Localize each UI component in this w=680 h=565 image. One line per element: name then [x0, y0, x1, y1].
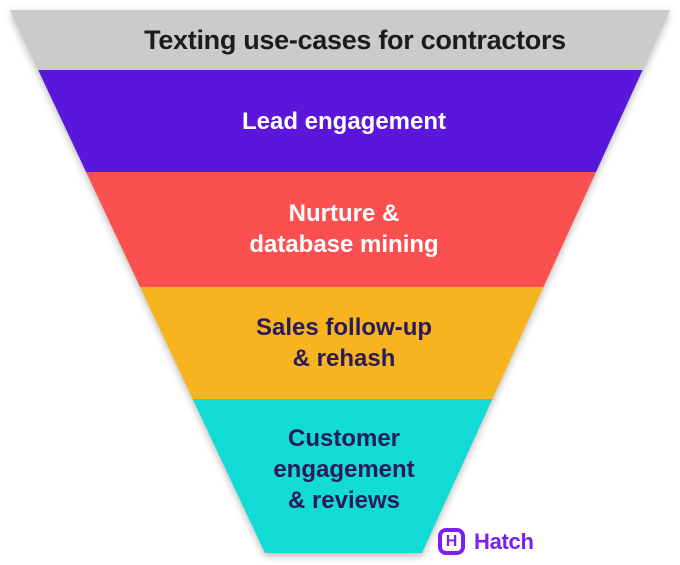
funnel-stage-label-lead-engagement: Lead engagement — [242, 106, 446, 137]
stage-label-line: & reviews — [287, 487, 401, 514]
stage-label-line: & rehash — [292, 345, 396, 372]
funnel-stage-label-sales-follow-up-rehash: Sales follow-up & rehash — [256, 312, 432, 374]
stage-label-line: Sales follow-up — [255, 314, 433, 341]
stage-label-line: database mining — [249, 231, 439, 258]
stage-label-line: Customer — [287, 425, 401, 452]
chart-title: Texting use-cases for contractors — [144, 25, 566, 55]
stage-label-line: engagement — [273, 456, 415, 483]
funnel-stage-label-customer-engagement-reviews: Customer engagement & reviews — [273, 423, 414, 516]
hatch-logo-wordmark: Hatch — [474, 528, 534, 554]
funnel-stage-label-nurture-database-mining: Nurture & database mining — [249, 198, 438, 260]
stage-label-line: Lead engagement — [241, 108, 447, 135]
funnel-header-band — [10, 10, 670, 70]
funnel-stage-band-lead-engagement — [10, 70, 670, 172]
stage-label-line: Nurture & — [288, 200, 400, 227]
hatch-logo: H Hatch — [438, 528, 534, 555]
hatch-logo-icon: H — [438, 528, 465, 555]
